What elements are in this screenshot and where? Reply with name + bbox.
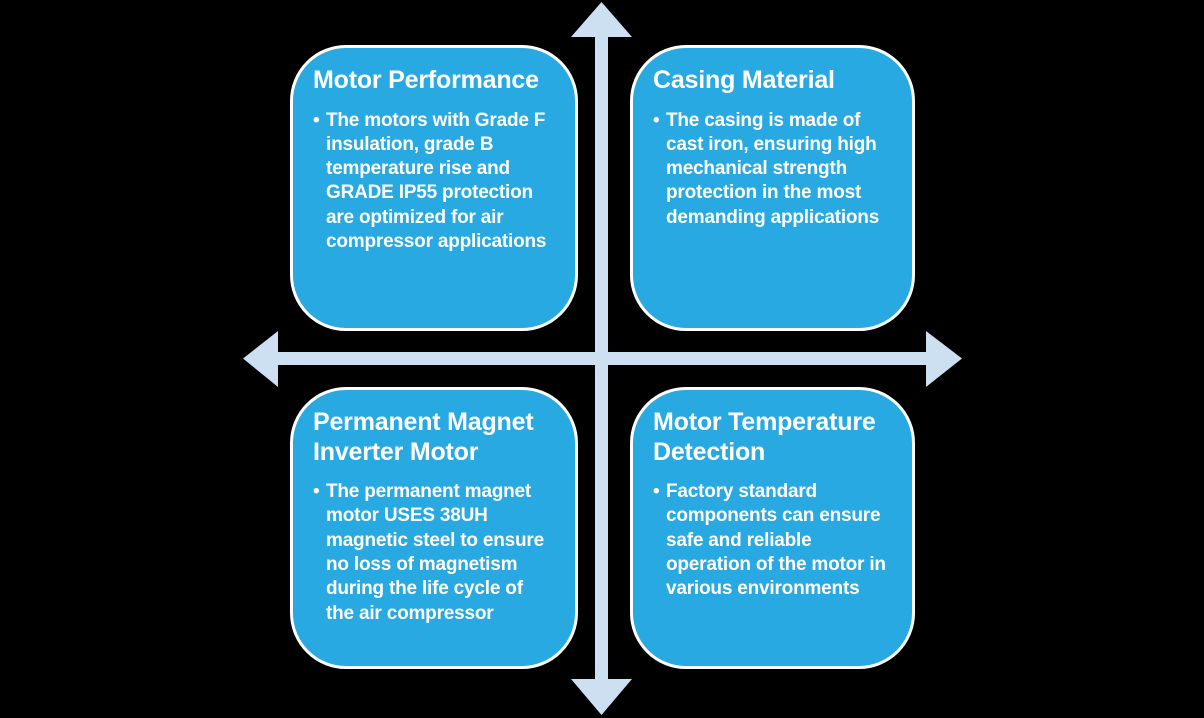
bullet-icon: • xyxy=(653,109,660,131)
horizontal-double-arrow-icon xyxy=(243,331,962,387)
bullet-item: • The casing is made of cast iron, ensur… xyxy=(653,109,890,231)
quadrant-motor-temperature-detection: Motor Temperature Detection • Factory st… xyxy=(630,387,915,669)
bullet-item: • Factory standard components can ensure… xyxy=(653,480,890,602)
bullet-text: Factory standard components can ensure s… xyxy=(666,481,886,600)
quadrant-title: Casing Material xyxy=(653,66,835,94)
bullet-icon: • xyxy=(653,481,660,502)
bullet-item: • The motors with Grade F insulation, gr… xyxy=(313,109,553,255)
quadrant-motor-performance: Motor Performance • The motors with Grad… xyxy=(290,45,578,331)
bullet-icon: • xyxy=(313,481,320,502)
bullet-text: The casing is made of cast iron, ensurin… xyxy=(666,109,880,228)
quadrant-title: Motor Temperature Detection xyxy=(653,408,876,466)
quadrant-title: Motor Performance xyxy=(313,66,539,94)
quadrant-casing-material: Casing Material • The casing is made of … xyxy=(630,45,915,331)
quadrant-title: Permanent Magnet Inverter Motor xyxy=(313,408,534,466)
bullet-icon: • xyxy=(313,109,320,131)
bullet-text: The motors with Grade F insulation, grad… xyxy=(326,109,547,253)
bullet-item: • The permanent magnet motor USES 38UH m… xyxy=(313,480,553,626)
quadrant-permanent-magnet-inverter-motor: Permanent Magnet Inverter Motor • The pe… xyxy=(290,387,578,669)
bullet-text: The permanent magnet motor USES 38UH mag… xyxy=(326,481,544,624)
